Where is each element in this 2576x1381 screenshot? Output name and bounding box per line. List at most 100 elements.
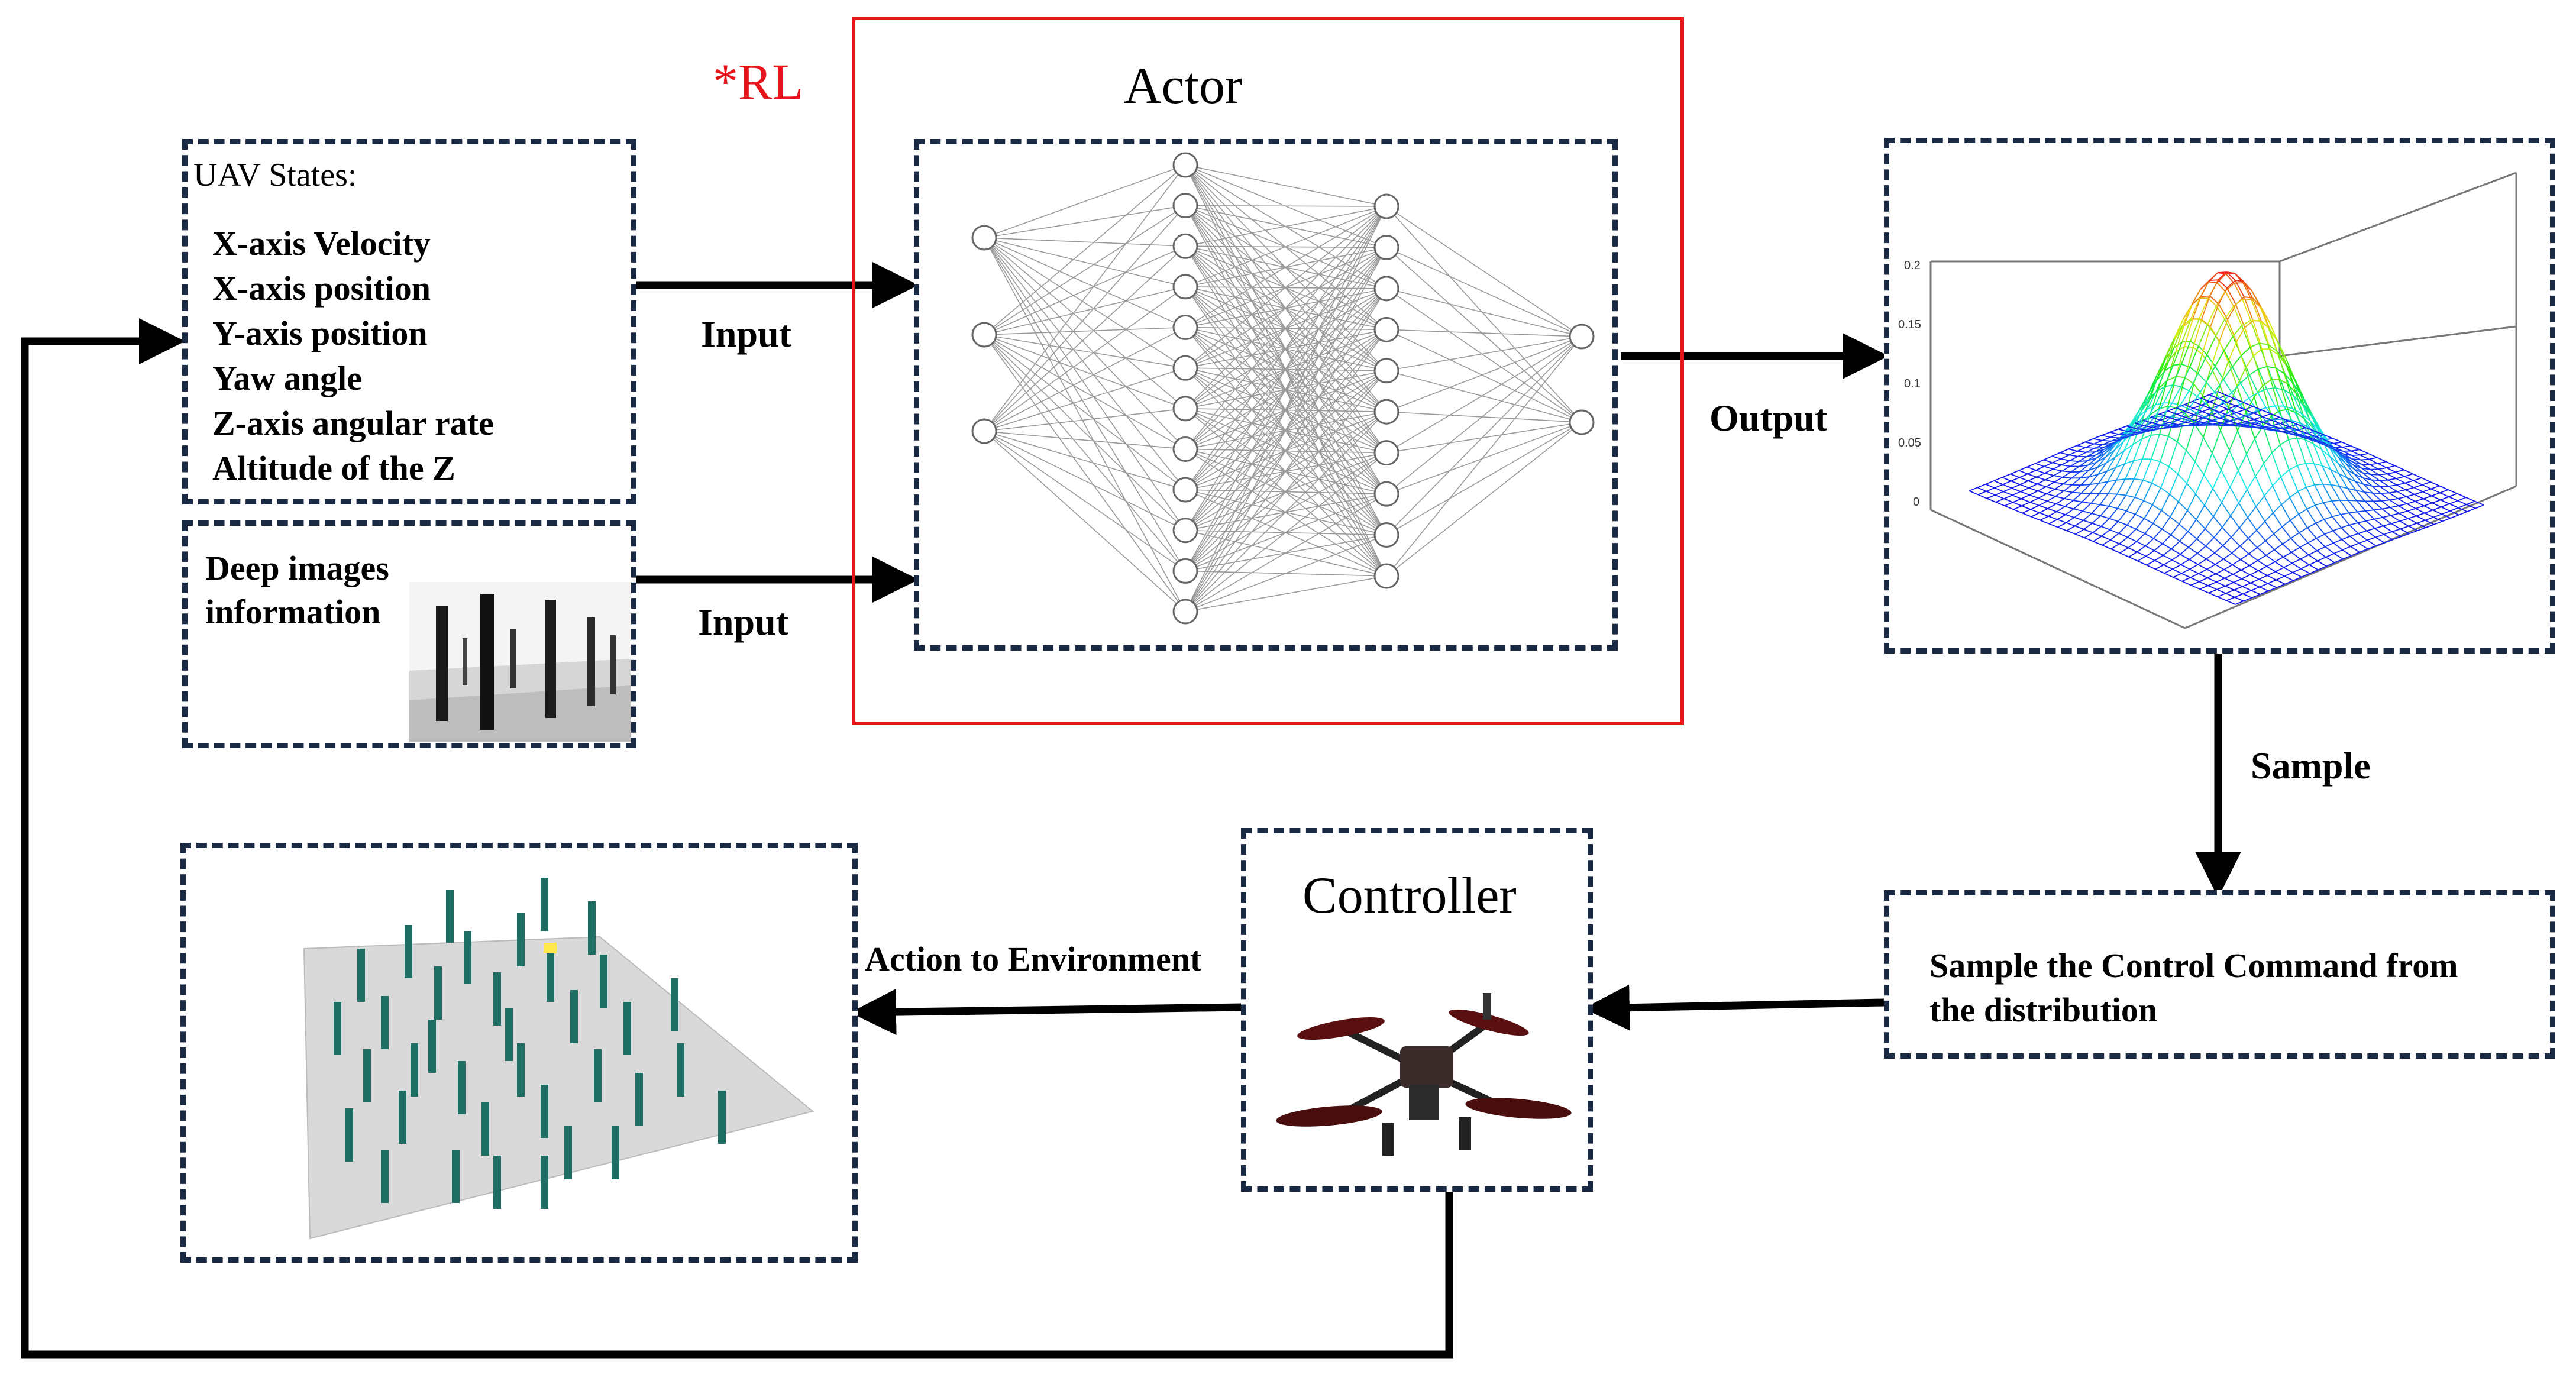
pillar-group bbox=[334, 878, 726, 1209]
input-label-images: Input bbox=[698, 601, 788, 643]
pillar bbox=[594, 1049, 602, 1102]
nn-node bbox=[1172, 274, 1198, 300]
state-x-velocity: X-axis Velocity bbox=[212, 224, 431, 263]
nn-node bbox=[1373, 316, 1399, 342]
nn-nodes bbox=[971, 152, 1595, 625]
uav-states-heading: UAV States: bbox=[193, 157, 357, 193]
nn-node bbox=[1172, 396, 1198, 422]
uav-states-box: UAV States: X-axis Velocity X-axis posit… bbox=[182, 139, 636, 504]
nn-node bbox=[1569, 324, 1595, 350]
nn-node bbox=[1373, 563, 1399, 589]
input-label-states: Input bbox=[701, 313, 791, 355]
controller-box: Controller bbox=[1241, 828, 1593, 1192]
action-label: Action to Environment bbox=[865, 940, 1202, 978]
pillar bbox=[671, 978, 678, 1031]
controller-title: Controller bbox=[1302, 867, 1517, 924]
gaussian-mesh bbox=[1969, 271, 2484, 605]
arrow-command bbox=[1583, 984, 1885, 1031]
output-label: Output bbox=[1709, 397, 1828, 439]
nn-node bbox=[971, 322, 997, 348]
pillar bbox=[718, 1091, 726, 1144]
pillar bbox=[481, 1102, 489, 1156]
nn-node bbox=[1373, 276, 1399, 302]
environment-floor bbox=[303, 936, 815, 1240]
pillar bbox=[399, 1091, 406, 1144]
pillar bbox=[428, 1020, 436, 1073]
quadcopter-image bbox=[1276, 993, 1572, 1156]
nn-node bbox=[971, 418, 997, 444]
nn-node bbox=[1172, 152, 1198, 178]
z-tick-0.2: 0.2 bbox=[1904, 259, 1921, 272]
pillar bbox=[381, 996, 389, 1049]
state-z-angular-rate: Z-axis angular rate bbox=[212, 404, 494, 442]
deep-images-line1: Deep images bbox=[205, 549, 389, 587]
pillar bbox=[458, 1061, 466, 1114]
nn-node bbox=[1172, 518, 1198, 544]
pillar bbox=[564, 1126, 572, 1179]
actor-title: Actor bbox=[1124, 57, 1243, 115]
pillar bbox=[446, 890, 454, 943]
depth-image-thumbnail bbox=[409, 582, 631, 742]
nn-node bbox=[971, 225, 997, 251]
state-x-position: X-axis position bbox=[212, 269, 431, 308]
pillar bbox=[493, 972, 501, 1026]
deep-images-box: Deep images information bbox=[182, 520, 636, 748]
state-z-altitude: Altitude of the Z bbox=[212, 449, 455, 487]
deep-images-line2: information bbox=[205, 593, 381, 631]
pillar bbox=[357, 949, 365, 1002]
pillar bbox=[517, 913, 525, 966]
z-tick-0.1: 0.1 bbox=[1904, 377, 1921, 390]
uav-marker bbox=[544, 943, 557, 953]
pillar bbox=[452, 1150, 460, 1203]
nn-node bbox=[1172, 477, 1198, 503]
arrow-action bbox=[850, 989, 1243, 1036]
pillar bbox=[505, 1008, 513, 1061]
nn-node bbox=[1172, 355, 1198, 381]
nn-node bbox=[1373, 358, 1399, 384]
pillar bbox=[623, 1002, 631, 1055]
state-y-position: Y-axis position bbox=[212, 314, 428, 352]
nn-node bbox=[1373, 234, 1399, 260]
gaussian-surface-plot: 0.2 0.15 0.1 0.05 0 bbox=[1898, 172, 2517, 629]
neural-network-diagram bbox=[971, 152, 1595, 625]
pillar bbox=[612, 1126, 619, 1179]
nn-node bbox=[1373, 440, 1399, 466]
nn-node bbox=[1569, 409, 1595, 435]
pillar bbox=[677, 1043, 684, 1097]
gaussian-output-box: 0.2 0.15 0.1 0.05 0 bbox=[1884, 138, 2555, 654]
sample-command-line1: Sample the Control Command from bbox=[1929, 946, 2458, 985]
sample-command-box: Sample the Control Command from the dist… bbox=[1884, 890, 2555, 1059]
nn-node bbox=[1373, 522, 1399, 548]
pillar bbox=[405, 925, 412, 978]
pillar bbox=[635, 1073, 643, 1126]
pillar bbox=[493, 1156, 501, 1209]
nn-node bbox=[1172, 233, 1198, 259]
z-tick-0.15: 0.15 bbox=[1898, 318, 1921, 331]
feedback-loop bbox=[21, 318, 1453, 1359]
environment-box bbox=[180, 843, 858, 1263]
nn-node bbox=[1373, 399, 1399, 425]
pillar bbox=[363, 1049, 371, 1102]
pillar bbox=[541, 1085, 548, 1138]
pillar bbox=[334, 1002, 341, 1055]
pillar bbox=[600, 955, 607, 1008]
pillar bbox=[541, 878, 548, 931]
z-tick-0.05: 0.05 bbox=[1898, 436, 1921, 449]
pillar bbox=[547, 949, 554, 1002]
pillar bbox=[464, 931, 471, 984]
nn-node bbox=[1172, 599, 1198, 625]
rl-frame bbox=[852, 17, 1684, 725]
state-yaw-angle: Yaw angle bbox=[212, 359, 362, 397]
nn-node bbox=[1373, 193, 1399, 219]
nn-node bbox=[1172, 558, 1198, 584]
pillar bbox=[570, 990, 578, 1043]
sample-label: Sample bbox=[2251, 745, 2371, 787]
pillar bbox=[434, 966, 442, 1020]
pillar bbox=[541, 1156, 548, 1209]
actor-network-box bbox=[914, 139, 1618, 651]
pillar bbox=[588, 901, 596, 955]
nn-node bbox=[1172, 193, 1198, 219]
pillar bbox=[345, 1108, 353, 1162]
z-tick-0: 0 bbox=[1913, 496, 1919, 509]
